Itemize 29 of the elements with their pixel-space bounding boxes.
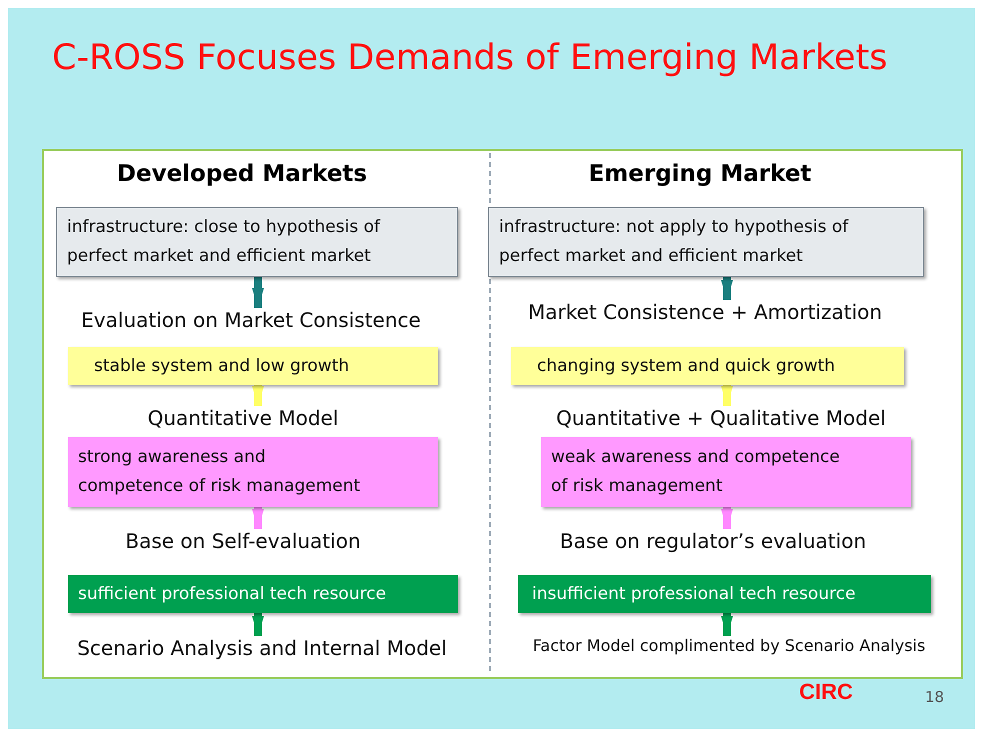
condition-box: stable system and low growth bbox=[68, 347, 438, 385]
footer-text: CIRC bbox=[799, 679, 853, 705]
step-text: Quantitative Model bbox=[148, 406, 338, 430]
page-number: 18 bbox=[925, 688, 944, 706]
condition-box: strong awareness and competence of risk management bbox=[68, 437, 438, 507]
step-text: Base on Self-evaluation bbox=[125, 529, 361, 553]
condition-box: insufficient professional tech resource bbox=[518, 575, 931, 613]
arrow bbox=[252, 385, 264, 406]
step-text: Scenario Analysis and Internal Model bbox=[77, 636, 447, 660]
step-text: Evaluation on Market Consistence bbox=[81, 308, 421, 332]
condition-box: infrastructure: close to hypothesis of perfect market and efficient market bbox=[56, 207, 458, 277]
step-text: Base on regulator’s evaluation bbox=[560, 529, 866, 553]
step-text: Market Consistence + Amortization bbox=[528, 300, 882, 324]
arrow bbox=[721, 277, 733, 300]
arrow bbox=[721, 385, 733, 406]
arrow bbox=[721, 613, 733, 636]
step-text: Quantitative + Qualitative Model bbox=[556, 406, 886, 430]
column-heading: Developed Markets bbox=[116, 161, 368, 187]
arrow bbox=[252, 277, 264, 308]
condition-box: changing system and quick growth bbox=[511, 347, 904, 385]
condition-box: infrastructure: not apply to hypothesis of perfect market and efficient market bbox=[488, 207, 924, 277]
arrow bbox=[252, 613, 264, 636]
arrow bbox=[721, 507, 733, 529]
column-heading: Emerging Market bbox=[588, 161, 812, 187]
slide-title: C-ROSS Focuses Demands of Emerging Markets bbox=[52, 38, 888, 78]
condition-box: sufficient professional tech resource bbox=[68, 575, 458, 613]
condition-box: weak awareness and competence of risk management bbox=[541, 437, 911, 507]
arrow bbox=[252, 507, 264, 529]
step-text: Factor Model complimented by Scenario Analysis bbox=[532, 636, 926, 655]
